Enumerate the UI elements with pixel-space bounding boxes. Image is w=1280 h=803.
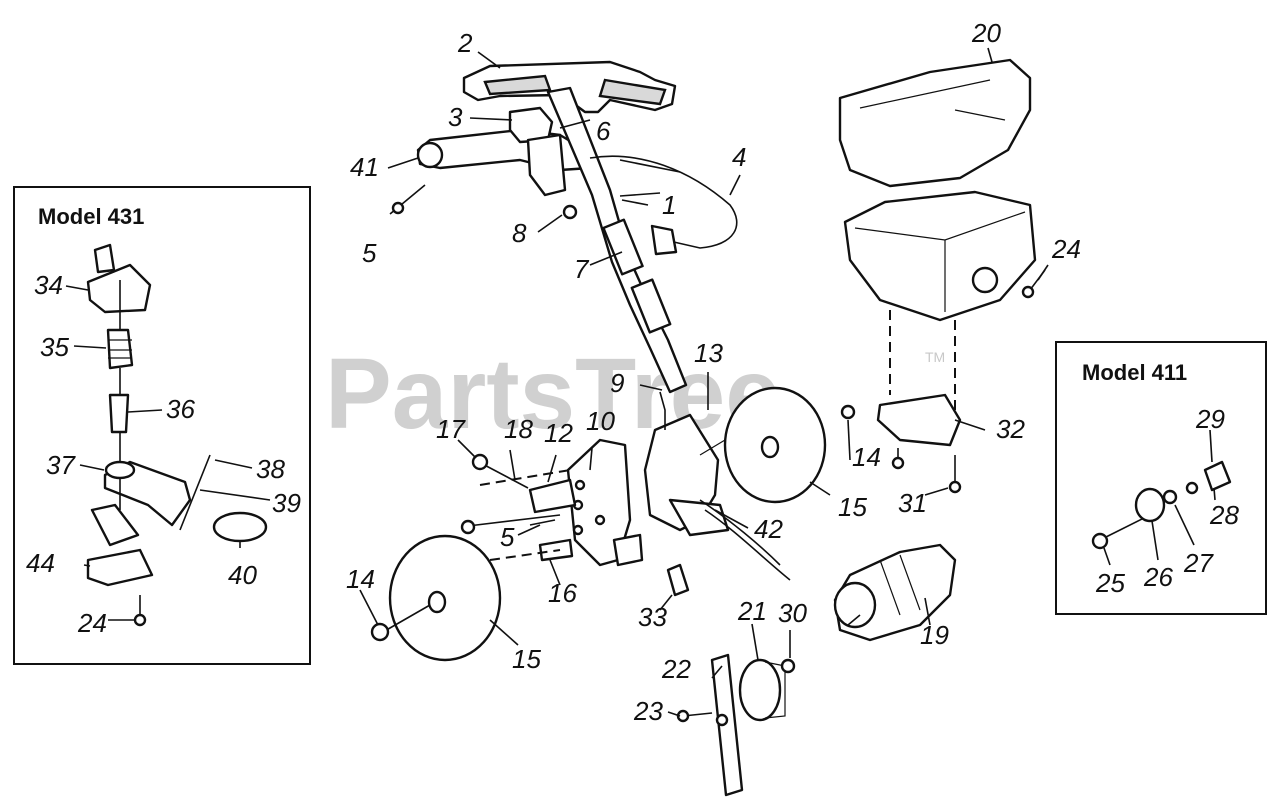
- callout-14-right: 14: [852, 442, 881, 472]
- callout-40: 40: [228, 560, 257, 590]
- callout-labels: 2 20 3 6 4 41 1 8 5 7 24 13 9 14 17 18 1…: [26, 18, 1239, 726]
- callout-28: 28: [1209, 500, 1239, 530]
- callout-41: 41: [350, 152, 379, 182]
- switch-part: [508, 106, 567, 197]
- blade-hub-part: [738, 658, 796, 722]
- wheel-right-cap: [840, 404, 856, 420]
- model-411-title: Model 411: [1082, 360, 1187, 385]
- callout-32: 32: [996, 414, 1025, 444]
- callout-2: 2: [457, 28, 473, 58]
- callout-24-inset: 24: [77, 608, 107, 638]
- callout-3: 3: [448, 102, 463, 132]
- callout-15-right: 15: [838, 492, 867, 522]
- callout-38: 38: [256, 454, 285, 484]
- callout-34: 34: [34, 270, 63, 300]
- cable-part: [699, 499, 791, 581]
- callout-30: 30: [778, 598, 807, 628]
- callout-26: 26: [1143, 562, 1173, 592]
- callout-27: 27: [1183, 548, 1214, 578]
- callout-12: 12: [544, 418, 573, 448]
- callout-8: 8: [512, 218, 527, 248]
- model-411-parts: [1091, 460, 1232, 550]
- housing-part: [843, 190, 1037, 322]
- cord-part: [589, 155, 738, 256]
- callout-10: 10: [586, 406, 615, 436]
- spring-clip-part: [666, 563, 690, 597]
- fasteners-housing: [891, 269, 1046, 494]
- callout-1: 1: [662, 190, 676, 220]
- chute-part: [876, 310, 962, 447]
- callout-31: 31: [898, 488, 927, 518]
- model-431-title: Model 431: [38, 204, 144, 229]
- leader-lines: [65, 47, 1216, 717]
- callout-35: 35: [40, 332, 69, 362]
- callout-24-housing: 24: [1051, 234, 1081, 264]
- model-431-parts: [86, 243, 268, 627]
- callout-4: 4: [732, 142, 746, 172]
- callout-9: 9: [610, 368, 624, 398]
- frame-part: [566, 438, 644, 567]
- wheel-left-cap: [370, 622, 390, 642]
- watermark-text: PartsTree: [325, 338, 781, 450]
- callout-23: 23: [633, 696, 663, 726]
- callout-15-left: 15: [512, 644, 541, 674]
- callout-19: 19: [920, 620, 949, 650]
- motor-part: [833, 543, 957, 642]
- callout-13: 13: [694, 338, 723, 368]
- callout-5-lower: 5: [500, 522, 515, 552]
- wheel-right: [699, 386, 827, 504]
- axle-parts: [460, 453, 577, 562]
- blade-part: [676, 653, 744, 797]
- fasteners-handle: [389, 184, 661, 220]
- callout-29: 29: [1195, 404, 1225, 434]
- callout-7: 7: [574, 254, 590, 284]
- lower-handle-part: [416, 128, 592, 172]
- wheel-left: [382, 534, 502, 662]
- callout-42: 42: [754, 514, 783, 544]
- callout-17: 17: [436, 414, 466, 444]
- callout-33: 33: [638, 602, 667, 632]
- callout-36: 36: [166, 394, 195, 424]
- callout-25: 25: [1095, 568, 1125, 598]
- callout-22: 22: [661, 654, 691, 684]
- callout-18: 18: [504, 414, 533, 444]
- callout-14-left: 14: [346, 564, 375, 594]
- callout-5-upper: 5: [362, 238, 377, 268]
- model-431-inset-frame: [13, 186, 311, 665]
- watermark-trademark: TM: [925, 349, 945, 365]
- callout-37: 37: [46, 450, 76, 480]
- model-411-inset-frame: [1055, 341, 1267, 615]
- handle-tube-part: [546, 86, 688, 394]
- callout-20: 20: [971, 18, 1001, 48]
- cover-part: [838, 58, 1032, 188]
- callout-16: 16: [548, 578, 577, 608]
- callout-6: 6: [596, 116, 611, 146]
- callout-21: 21: [737, 596, 767, 626]
- callout-39: 39: [272, 488, 301, 518]
- callout-44: 44: [26, 548, 55, 578]
